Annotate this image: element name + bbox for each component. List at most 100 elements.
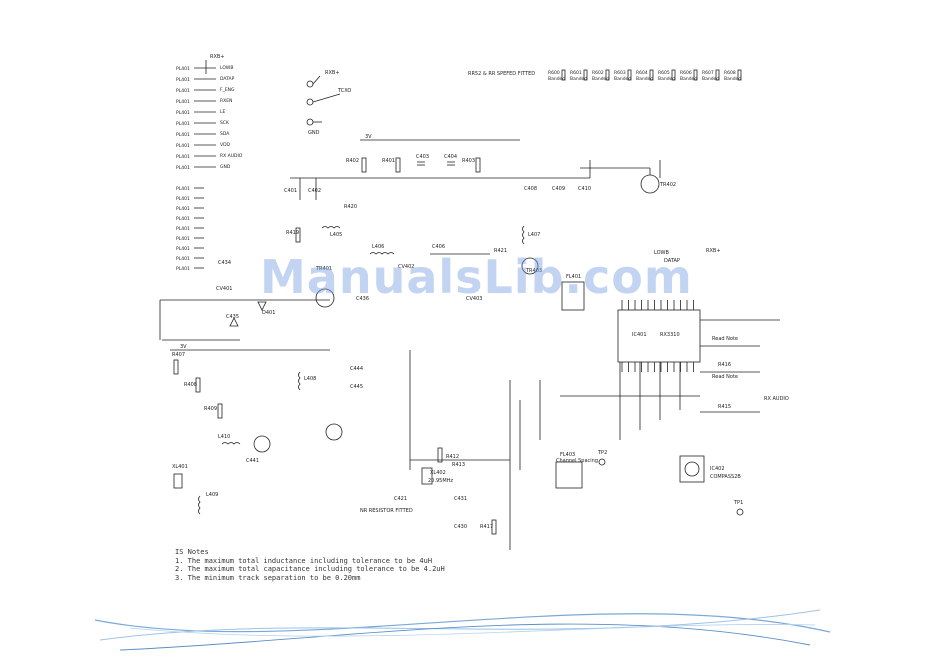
xl401-label: XL401	[172, 464, 188, 470]
banded-value: Banded	[592, 76, 609, 82]
c436-label: C436	[356, 296, 369, 302]
c441-label: C441	[246, 458, 259, 464]
connector-pin-ref: PL401	[176, 88, 190, 94]
banded-value: Banded	[636, 76, 653, 82]
net-rxb-right: RXB+	[706, 248, 721, 254]
connector-pin-net: VDD	[220, 142, 231, 148]
ic401-label: IC401	[632, 332, 647, 338]
tp2-label: TP2	[597, 450, 607, 456]
fl403-label: FL403	[560, 452, 575, 458]
cv402-label: CV402	[398, 264, 414, 270]
connector-top-label: RXB+	[210, 54, 225, 60]
banded-ref: R606	[680, 70, 692, 76]
ic401-part: RX3310	[660, 332, 680, 338]
banded-ref: R607	[702, 70, 714, 76]
r416-label: R416	[718, 362, 731, 368]
read-note-2: Read Note	[712, 374, 738, 380]
connector-spare-pin: PL401	[176, 246, 190, 252]
c404-label: C404	[444, 154, 457, 160]
connector-pin-ref: PL401	[176, 110, 190, 116]
c430-label: C430	[454, 524, 467, 530]
c444-label: C444	[350, 366, 363, 372]
net-rx-audio: RX AUDIO	[764, 396, 789, 402]
tr402-label: TR402	[659, 182, 676, 188]
connector-pin-ref: PL401	[176, 165, 190, 171]
connector-pin-ref: PL401	[176, 121, 190, 127]
r401-label: R401	[382, 158, 395, 164]
c402-label: C402	[308, 188, 321, 194]
banded-note: RR52 & RR SPEFED FITTED	[468, 71, 535, 77]
banded-value: Banded	[614, 76, 631, 82]
net-rxb: RXB+	[325, 70, 340, 76]
ic402-part: COMPASS2B	[710, 474, 741, 480]
banded-ref: R601	[570, 70, 582, 76]
l406-label: L406	[372, 244, 384, 250]
c410-label: C410	[578, 186, 591, 192]
banded-value: Banded	[680, 76, 697, 82]
banded-ref: R602	[592, 70, 604, 76]
fl401-label: FL401	[566, 274, 581, 280]
banded-ref: R608	[724, 70, 736, 76]
r421-label: R421	[494, 248, 507, 254]
rf-section: R402 R401 C403 C404 R403 C401 C402 L405 …	[159, 154, 789, 550]
connector-spare-pin: PL401	[176, 196, 190, 202]
r403-label: R403	[462, 158, 475, 164]
banded-ref: R605	[658, 70, 670, 76]
c435-label: C435	[226, 314, 239, 320]
c431-label: C431	[454, 496, 467, 502]
r415-label: R415	[718, 404, 731, 410]
r402-label: R402	[346, 158, 359, 164]
decorative-swoosh	[94, 609, 831, 651]
connector-pin-net: LE	[220, 109, 226, 115]
xl402-label: XL402	[430, 470, 446, 476]
connector-pin-net: RX AUDIO	[220, 153, 243, 159]
l409-label: L409	[206, 492, 218, 498]
banded-resistors: RR52 & RR SPEFED FITTED R600BandedR601Ba…	[468, 69, 742, 82]
r407-label: R407	[172, 352, 185, 358]
tr401-label: TR401	[315, 266, 332, 272]
connector-spare-pin: PL401	[176, 206, 190, 212]
r408-label: R408	[184, 382, 197, 388]
connector-spare-pin: PL401	[176, 216, 190, 222]
watermark-text: ManualsLib.com	[260, 250, 693, 304]
cv401-label: CV401	[216, 286, 232, 292]
connector-pin-ref: PL401	[176, 99, 190, 105]
fl403-desc: Channel Spacing	[556, 458, 598, 464]
r419-label: R419	[286, 230, 299, 236]
banded-value: Banded	[548, 76, 565, 82]
connector-pin-net: F_ENG	[220, 87, 235, 93]
banded-ref: R604	[636, 70, 648, 76]
connector-pin-net: LOWB	[220, 65, 233, 71]
connector-pin-ref: PL401	[176, 143, 190, 149]
connector-pin-ref: PL401	[176, 132, 190, 138]
r420-label: R420	[344, 204, 357, 210]
c408-label: C408	[524, 186, 537, 192]
ic402-label: IC402	[710, 466, 725, 472]
l408-label: L408	[304, 376, 316, 382]
net-lowb: LOWB	[654, 250, 669, 256]
d401-label: D401	[262, 310, 275, 316]
banded-value: Banded	[658, 76, 675, 82]
connector-spare-pin: PL401	[176, 256, 190, 262]
notes-line-3: 3. The minimum track separation to be 0.…	[175, 573, 361, 582]
banded-value: Banded	[570, 76, 587, 82]
r417-label: R417	[480, 524, 493, 530]
net-3v: 3V	[365, 134, 372, 140]
connector-pin-net: RXEN	[220, 98, 232, 104]
banded-ref: R603	[614, 70, 626, 76]
c409-label: C409	[552, 186, 565, 192]
notes-heading: IS Notes	[175, 548, 209, 556]
c434-label: C434	[218, 260, 231, 266]
connector-pin-ref: PL401	[176, 66, 190, 72]
notes-line-1: 1. The maximum total inductance includin…	[175, 556, 433, 565]
xl402-freq: 20.95MHz	[428, 478, 453, 484]
connector-pin-net: DATAP	[220, 76, 235, 82]
c403-label: C403	[416, 154, 429, 160]
connector-spare-pin: PL401	[176, 266, 190, 272]
c406-label: C406	[432, 244, 445, 250]
connector-spare-pin: PL401	[176, 186, 190, 192]
net-tcxo: TCXO	[337, 88, 351, 94]
rail-3v-left: 3V	[180, 344, 187, 350]
notes-block: IS Notes 1. The maximum total inductance…	[175, 548, 445, 582]
